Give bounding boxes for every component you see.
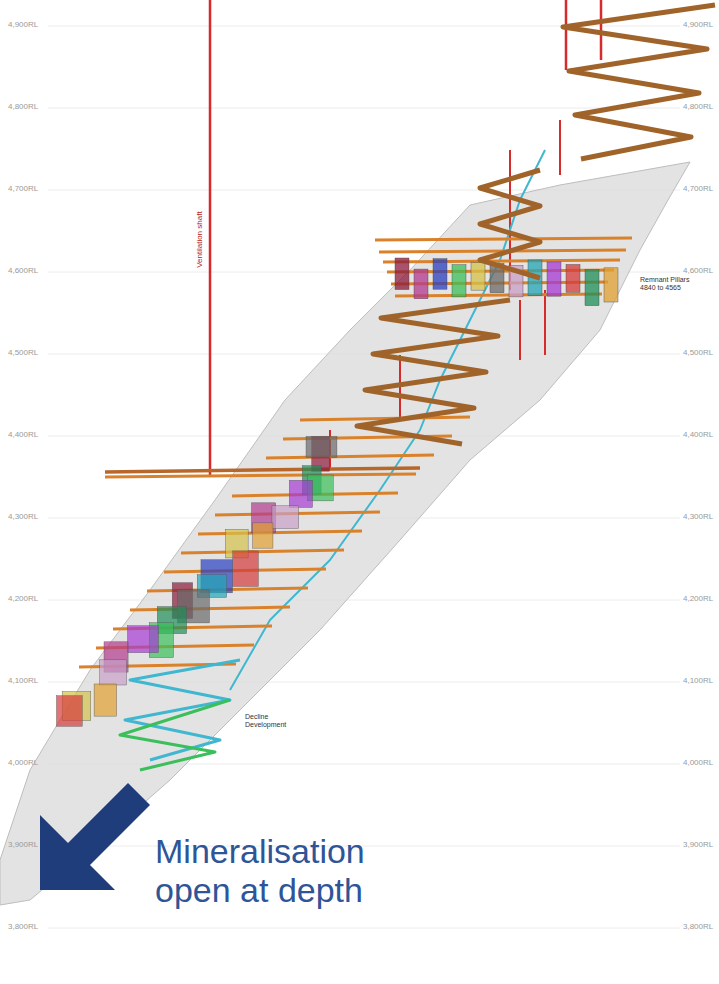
decline-development bbox=[120, 700, 230, 770]
level-drive bbox=[105, 474, 416, 477]
callout-text: Mineralisation open at depth bbox=[155, 832, 425, 910]
rl-label: 4,100RL bbox=[8, 676, 38, 685]
stope bbox=[547, 262, 561, 296]
ramp-line bbox=[230, 150, 545, 690]
rl-label: 4,000RL bbox=[8, 758, 38, 767]
raise bbox=[519, 300, 521, 360]
rl-label: 4,900RL bbox=[8, 20, 38, 29]
stope bbox=[452, 265, 466, 297]
stope bbox=[100, 660, 127, 685]
stope bbox=[306, 436, 337, 457]
level-drive bbox=[383, 260, 620, 262]
rl-line bbox=[48, 108, 680, 109]
stope bbox=[56, 696, 82, 727]
rl-label: 4,000RL bbox=[683, 758, 713, 767]
mine-development bbox=[56, 0, 715, 770]
stope bbox=[94, 684, 117, 716]
ore-body bbox=[0, 162, 690, 905]
rl-label: 4,800RL bbox=[8, 102, 38, 111]
raise bbox=[559, 120, 561, 175]
stope bbox=[272, 506, 299, 529]
stope bbox=[585, 270, 599, 306]
level-drive bbox=[375, 238, 632, 240]
level-drive bbox=[266, 455, 434, 458]
rl-label: 4,200RL bbox=[683, 594, 713, 603]
rl-label: 4,700RL bbox=[8, 184, 38, 193]
rl-label: 4,400RL bbox=[683, 430, 713, 439]
stope bbox=[604, 268, 618, 302]
rl-line bbox=[48, 928, 680, 929]
decline bbox=[563, 5, 715, 159]
rl-label: 4,900RL bbox=[683, 20, 713, 29]
rl-label: 4,600RL bbox=[8, 266, 38, 275]
rl-label: 4,300RL bbox=[8, 512, 38, 521]
decline bbox=[357, 300, 510, 444]
rl-label: 4,300RL bbox=[683, 512, 713, 521]
rl-label: 4,600RL bbox=[683, 266, 713, 275]
raise bbox=[544, 290, 546, 355]
annotation: Ventilation shaft bbox=[195, 200, 204, 280]
stope bbox=[433, 259, 447, 290]
rl-label: 3,900RL bbox=[8, 840, 38, 849]
stope bbox=[233, 551, 259, 587]
level-drive bbox=[181, 550, 344, 553]
rl-label: 3,800RL bbox=[683, 922, 713, 931]
rl-label: 4,700RL bbox=[683, 184, 713, 193]
rl-label: 4,400RL bbox=[8, 430, 38, 439]
stope bbox=[566, 264, 580, 292]
stope bbox=[253, 523, 273, 548]
stope bbox=[471, 262, 485, 290]
raise bbox=[399, 355, 401, 420]
annotation: Remnant Pillars 4840 to 4565 bbox=[640, 276, 702, 292]
rl-label: 3,900RL bbox=[683, 840, 713, 849]
stope bbox=[127, 626, 158, 653]
decline bbox=[480, 170, 540, 278]
rl-label: 4,800RL bbox=[683, 102, 713, 111]
shaft bbox=[565, 0, 568, 70]
depth-arrow bbox=[40, 783, 150, 890]
annotation: Decline Development bbox=[244, 712, 302, 730]
rl-label: 4,200RL bbox=[8, 594, 38, 603]
rl-label: 3,800RL bbox=[8, 922, 38, 931]
rl-label: 4,100RL bbox=[683, 676, 713, 685]
rl-label: 4,500RL bbox=[683, 348, 713, 357]
shaft bbox=[600, 0, 603, 60]
ventilation-shaft bbox=[209, 0, 212, 476]
level-drive bbox=[130, 607, 290, 610]
level-drive bbox=[105, 468, 420, 472]
stope bbox=[289, 480, 312, 507]
rl-label: 4,500RL bbox=[8, 348, 38, 357]
stope bbox=[395, 258, 409, 290]
level-drive bbox=[198, 531, 362, 534]
stope bbox=[414, 269, 428, 299]
